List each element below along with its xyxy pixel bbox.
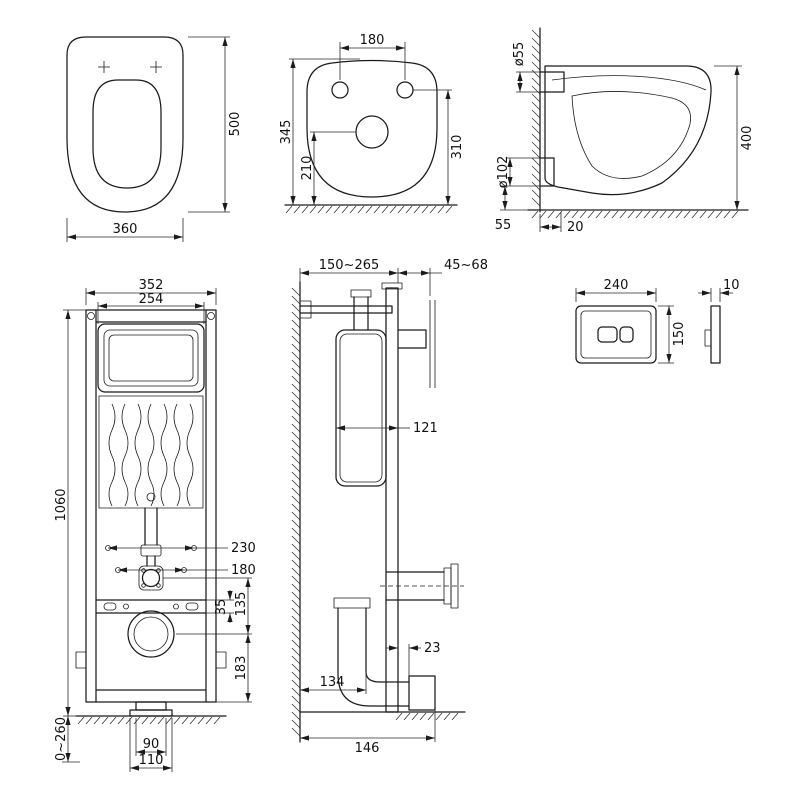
dim-plate-height: 150 (672, 322, 687, 347)
wall-support-rod (299, 305, 393, 314)
fill-pipe-cap (350, 289, 372, 298)
floor-hatch (77, 716, 221, 725)
bowl-outline (306, 59, 438, 198)
actuator-box (397, 329, 427, 349)
drain-opening-inner (133, 616, 169, 652)
dim-drain-height: 183 (234, 656, 249, 681)
cistern-lower-box (98, 395, 204, 509)
floor-hatch (531, 210, 739, 219)
dim-outlet-drop: 55 (495, 218, 512, 233)
corner-bolt-right (207, 312, 215, 320)
ground-hatch (285, 205, 453, 214)
plate-side-profile (710, 305, 721, 364)
bowl-underside-view: 180 345 210 310 (279, 33, 465, 214)
dim-bowl-width: 360 (113, 222, 138, 237)
finished-wall-plane (429, 300, 436, 388)
frame-rail (385, 287, 399, 713)
drain-fitting (333, 597, 371, 609)
dim-cistern-width: 254 (139, 292, 164, 307)
flush-button-large (597, 326, 618, 343)
fill-pipe (353, 296, 369, 331)
drain-elbow (337, 607, 410, 707)
cistern-lid-inner (108, 334, 194, 382)
bowl-top-view: 500 360 (66, 36, 243, 242)
flush-plate-view: 240 150 10 (575, 278, 740, 364)
frame-rail-left (85, 309, 97, 703)
dim-pipe-spacing: 180 (231, 563, 256, 578)
wall-hatch (531, 29, 541, 207)
wall-hatch (291, 287, 301, 737)
plate-inner (580, 310, 652, 359)
dim-bolt-spacing: 230 (231, 541, 256, 556)
brand-emblem (146, 492, 156, 502)
bowl-side-view: ø55 ø102 400 55 20 (495, 27, 755, 235)
cistern-lid (103, 329, 199, 387)
dim-drain-offset: 210 (300, 156, 315, 181)
dim-cistern-depth: 121 (413, 421, 438, 436)
dim-hole-offset: 310 (450, 135, 465, 160)
outlet-pipe (539, 157, 555, 187)
foot-stem (135, 701, 167, 711)
cistern-profile (335, 329, 387, 487)
dim-plate-depth-range: 45~68 (444, 258, 488, 273)
rail-cap (381, 282, 403, 290)
drain-hole (355, 115, 389, 149)
bowl-profile (544, 65, 712, 196)
seat-opening (92, 79, 162, 189)
foot-base (129, 709, 173, 717)
slot-right (185, 602, 199, 611)
dim-overall-depth: 345 (279, 120, 294, 145)
dim-frame-height: 1060 (54, 488, 69, 521)
frame-rail-right (205, 309, 217, 703)
dim-bowl-height: 400 (740, 126, 755, 151)
dim-depth-range: 150~265 (319, 258, 380, 273)
water-wave-lines (108, 403, 194, 507)
fixing-hole-right (396, 81, 414, 99)
dim-bowl-depth: 500 (228, 112, 243, 137)
cistern-body (97, 323, 205, 393)
bracket-tab-left (75, 651, 87, 669)
mount-cross-marks (98, 61, 162, 73)
cistern-profile-inner (339, 333, 383, 483)
frame-front-view: 352 254 1060 230 180 135 35 183 0~260 90… (54, 278, 256, 772)
fixing-hole-left (331, 81, 349, 99)
flush-button-small (619, 326, 634, 343)
rim-line (551, 75, 707, 91)
inlet-pipe (539, 71, 565, 93)
bracket-tab-right (215, 651, 227, 669)
dim-socket-offset: 23 (424, 641, 441, 656)
dim-plate-width: 240 (604, 278, 629, 293)
dim-plate-thickness: 10 (723, 278, 740, 293)
plate-clip (704, 329, 712, 347)
stub-flange (450, 563, 459, 609)
dim-frame-width: 352 (139, 278, 164, 293)
plate-outline (575, 305, 657, 364)
bowl-outline (66, 36, 184, 213)
dim-outlet-distance: 146 (355, 741, 380, 756)
wall-anchor-block (299, 300, 312, 319)
dim-foot-base-width: 110 (139, 753, 164, 768)
dim-crossbar-height: 35 (214, 599, 229, 616)
slot-left (103, 602, 117, 611)
frame-side-view: 150~265 45~68 121 23 134 146 (291, 258, 488, 756)
inner-bowl (571, 91, 691, 179)
drain-socket (408, 675, 436, 711)
dim-leg-range: 0~260 (54, 717, 69, 761)
floor-hatch (395, 712, 459, 721)
dim-wall-offset: 20 (567, 220, 584, 235)
dim-pipe-wall-distance: 134 (320, 675, 345, 690)
frame-crossbars (95, 309, 207, 703)
dim-outlet-diameter: ø102 (496, 156, 511, 189)
dim-foot-width: 90 (143, 737, 160, 752)
dim-inlet-diameter: ø55 (512, 42, 527, 67)
drain-opening-outer (127, 610, 175, 658)
outlet-stub-pipe (385, 571, 445, 601)
pipe-coupling (140, 544, 162, 557)
dim-flange-offset: 135 (234, 592, 249, 617)
mounting-crossplate (95, 599, 207, 614)
flush-pipe (144, 507, 158, 567)
corner-bolt-left (87, 312, 95, 320)
dim-hole-spacing: 180 (360, 33, 385, 48)
